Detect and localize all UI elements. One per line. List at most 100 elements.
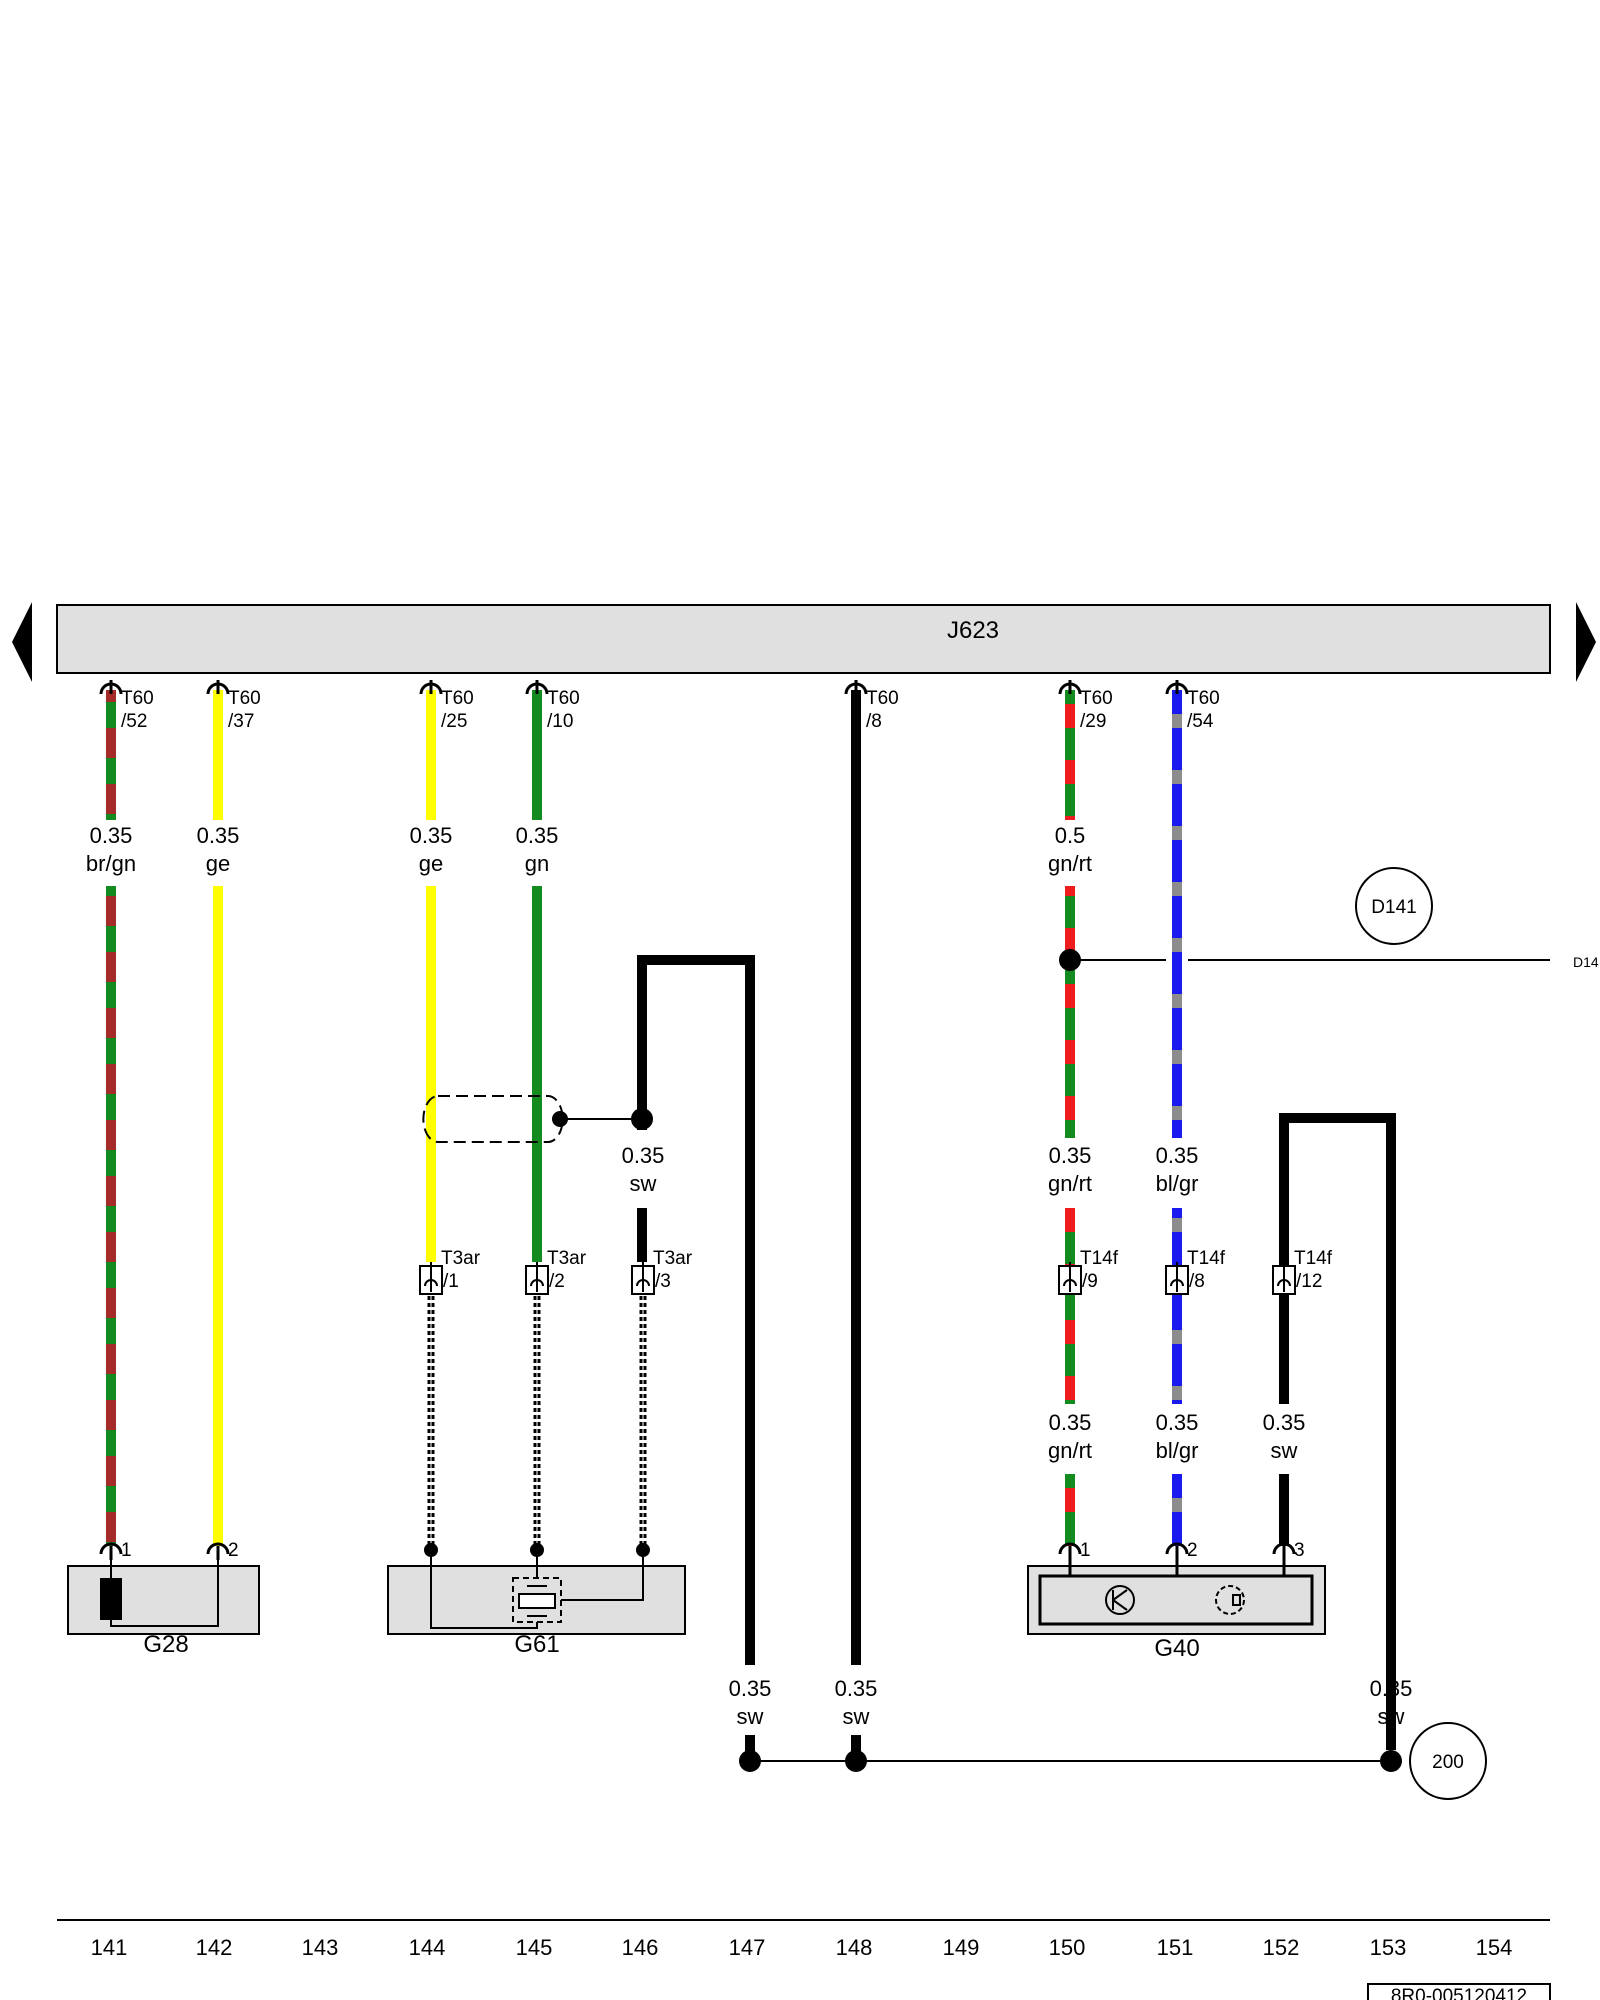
svg-text:T60: T60 — [441, 688, 474, 709]
d141-junction — [1059, 949, 1550, 971]
reference-d14-edge: D14 — [1573, 954, 1599, 970]
svg-text:142: 142 — [196, 1935, 233, 1960]
svg-text:0.5: 0.5 — [1055, 823, 1086, 848]
svg-text:0.35: 0.35 — [516, 823, 559, 848]
svg-text:gn: gn — [525, 851, 549, 876]
wire-152-153-sw — [1279, 1113, 1396, 1750]
wire-150-gn-rt — [1065, 690, 1075, 1546]
svg-text:bl/gr: bl/gr — [1156, 1438, 1199, 1463]
svg-text:3: 3 — [1294, 1540, 1305, 1561]
t60-pin-labels: T60/52 T60/37 T60/25 T60/10 T60/8 T60/29… — [121, 688, 1220, 732]
svg-text:154: 154 — [1476, 1935, 1513, 1960]
svg-text:G28: G28 — [143, 1631, 188, 1658]
control-unit-j623 — [56, 604, 1551, 674]
svg-text:sw: sw — [1271, 1438, 1298, 1463]
wire-142-ge — [213, 690, 223, 1546]
svg-text:/1: /1 — [443, 1271, 459, 1292]
svg-text:0.35: 0.35 — [90, 823, 133, 848]
svg-text:gn/rt: gn/rt — [1048, 1171, 1092, 1196]
svg-text:149: 149 — [943, 1935, 980, 1960]
svg-text:/3: /3 — [655, 1271, 671, 1292]
svg-text:0.35: 0.35 — [729, 1676, 772, 1701]
svg-text:0.35: 0.35 — [1049, 1143, 1092, 1168]
svg-text:T60: T60 — [228, 688, 261, 709]
prev-page-arrow-icon[interactable] — [12, 602, 32, 682]
svg-text:sw: sw — [630, 1171, 657, 1196]
wire-148-sw — [851, 690, 861, 1665]
svg-text:0.35: 0.35 — [1370, 1676, 1413, 1701]
svg-text:T60: T60 — [866, 688, 899, 709]
svg-text:/25: /25 — [441, 711, 467, 732]
reference-d141[interactable]: D141 — [1355, 867, 1433, 945]
svg-text:2: 2 — [1187, 1540, 1198, 1561]
svg-text:/8: /8 — [866, 711, 882, 732]
svg-text:152: 152 — [1263, 1935, 1300, 1960]
svg-text:151: 151 — [1157, 1935, 1194, 1960]
hall-element-icon — [1215, 1585, 1245, 1615]
wire-141-br-gn — [106, 690, 116, 1546]
svg-text:153: 153 — [1370, 1935, 1407, 1960]
column-numbers: 141 142 143 144 145 146 147 148 149 150 … — [91, 1935, 1513, 1960]
svg-text:0.35: 0.35 — [835, 1676, 878, 1701]
svg-text:gn/rt: gn/rt — [1048, 1438, 1092, 1463]
svg-text:T60: T60 — [547, 688, 580, 709]
svg-text:gn/rt: gn/rt — [1048, 851, 1092, 876]
transistor-icon — [1105, 1585, 1135, 1615]
svg-text:0.35: 0.35 — [622, 1143, 665, 1168]
svg-text:ge: ge — [419, 851, 443, 876]
svg-text:1: 1 — [1080, 1540, 1091, 1561]
svg-text:T60: T60 — [1080, 688, 1113, 709]
svg-text:144: 144 — [409, 1935, 446, 1960]
wire-151-bl-gr — [1172, 690, 1182, 1546]
svg-text:T14f: T14f — [1187, 1248, 1226, 1269]
hall-sender-g40: 1 2 3 G40 — [1027, 1540, 1326, 1662]
t60-connectors — [99, 680, 1189, 695]
svg-text:0.35: 0.35 — [1156, 1410, 1199, 1435]
ground-point-200[interactable]: 200 — [1409, 1722, 1487, 1800]
drawing-id-box: 8R0-005120412 — [1367, 1983, 1551, 2000]
wire-145-gn — [532, 690, 542, 1262]
svg-text:/10: /10 — [547, 711, 573, 732]
svg-text:0.35: 0.35 — [1156, 1143, 1199, 1168]
svg-text:bl/gr: bl/gr — [1156, 1171, 1199, 1196]
svg-text:/29: /29 — [1080, 711, 1106, 732]
svg-text:T60: T60 — [121, 688, 154, 709]
svg-text:2: 2 — [228, 1540, 239, 1561]
svg-text:G61: G61 — [514, 1631, 559, 1658]
svg-text:sw: sw — [737, 1704, 764, 1729]
svg-text:G40: G40 — [1154, 1635, 1199, 1662]
svg-text:0.35: 0.35 — [1263, 1410, 1306, 1435]
svg-text:sw: sw — [1378, 1704, 1405, 1729]
knock-sensor-g61: G61 — [387, 1543, 686, 1658]
svg-text:141: 141 — [91, 1935, 128, 1960]
shield-symbol — [422, 1095, 642, 1143]
svg-text:/8: /8 — [1189, 1271, 1205, 1292]
wire-146-147-sw — [631, 955, 755, 1665]
svg-text:148: 148 — [836, 1935, 873, 1960]
svg-text:8R0-005120412: 8R0-005120412 — [1391, 1986, 1527, 2000]
svg-text:br/gn: br/gn — [86, 851, 136, 876]
svg-text:/9: /9 — [1082, 1271, 1098, 1292]
ground-bus — [739, 1735, 1402, 1772]
next-page-arrow-icon[interactable] — [1576, 602, 1596, 682]
svg-text:ge: ge — [206, 851, 230, 876]
control-unit-label: J623 — [947, 617, 999, 644]
svg-text:sw: sw — [843, 1704, 870, 1729]
svg-text:/52: /52 — [121, 711, 147, 732]
svg-text:200: 200 — [1432, 1752, 1464, 1773]
wire-144-ge — [426, 690, 436, 1262]
svg-text:/2: /2 — [549, 1271, 565, 1292]
svg-text:D141: D141 — [1371, 897, 1416, 918]
twisted-lines-t3ar — [427, 1296, 647, 1546]
svg-text:146: 146 — [622, 1935, 659, 1960]
svg-text:145: 145 — [516, 1935, 553, 1960]
svg-text:1: 1 — [121, 1540, 132, 1561]
svg-text:T3ar: T3ar — [441, 1248, 481, 1269]
svg-text:T14f: T14f — [1294, 1248, 1333, 1269]
svg-text:0.35: 0.35 — [1049, 1410, 1092, 1435]
svg-text:0.35: 0.35 — [197, 823, 240, 848]
sensor-g28: 1 2 G28 — [67, 1540, 260, 1658]
